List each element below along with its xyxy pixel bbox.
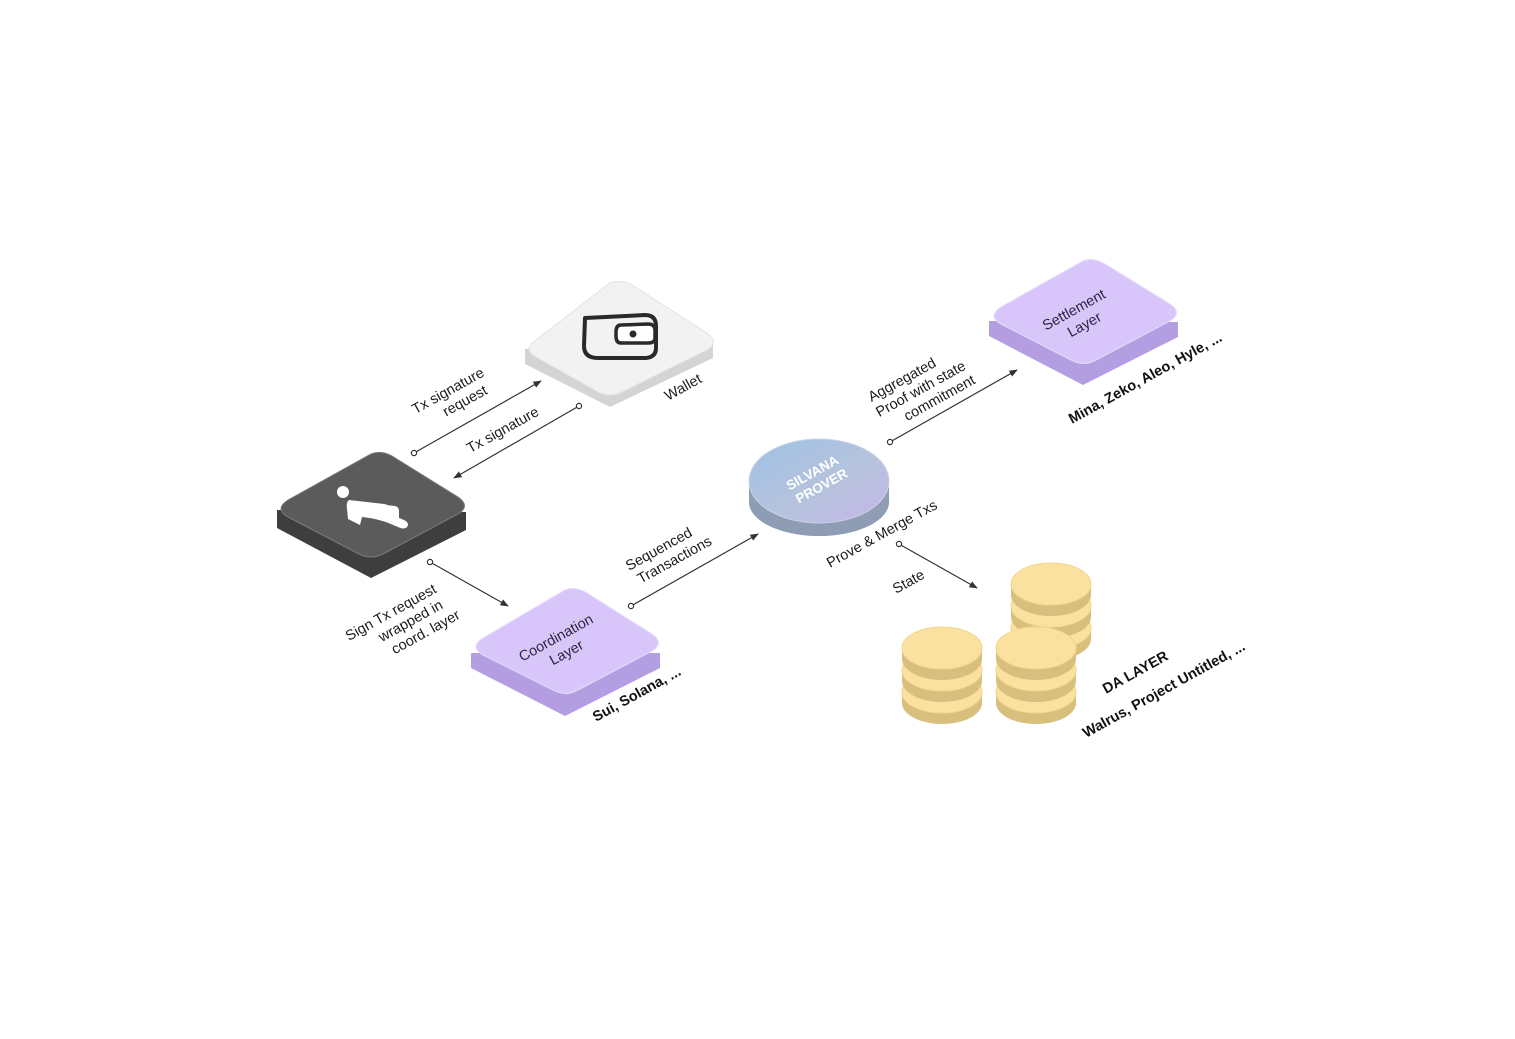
user-platform xyxy=(277,451,466,578)
person-icon xyxy=(337,486,408,529)
coordination-layer-platform xyxy=(471,588,660,716)
arrow-signature xyxy=(453,405,580,479)
settlement-layer-platform xyxy=(989,259,1178,385)
arrow-state xyxy=(898,543,978,589)
arrow-sign-wrapped xyxy=(429,561,509,607)
arrow-aggregated-origin xyxy=(886,438,894,446)
wallet-icon xyxy=(582,313,658,360)
da-layer-coin-stacks xyxy=(901,562,1092,724)
arrow-sign-wrapped-origin xyxy=(426,558,434,566)
arrow-sequenced xyxy=(630,533,759,607)
edge-label-state: State xyxy=(890,567,927,597)
wallet-platform xyxy=(525,280,714,407)
silvana-prover-disc xyxy=(748,438,890,536)
arrow-signature-origin xyxy=(575,402,583,410)
coin xyxy=(1010,562,1092,616)
arrows xyxy=(410,369,1018,610)
arrow-aggregated xyxy=(889,369,1018,443)
arrow-sequenced-origin xyxy=(627,602,635,610)
edge-label-signature: Tx signature xyxy=(464,404,542,457)
coin xyxy=(995,626,1077,680)
coin xyxy=(901,626,983,680)
edge-label-sig-request: Tx signature request xyxy=(410,363,499,433)
arrow-state-origin xyxy=(895,540,903,548)
edge-label-aggregated: Aggregated Proof with state commitment xyxy=(865,341,980,435)
arrow-sig-request xyxy=(413,380,542,454)
edge-label-sign-wrapped: Sign Tx request wrapped in coord. layer xyxy=(343,577,463,674)
coin-stack-front-left xyxy=(901,626,983,724)
arrow-sig-request-origin xyxy=(410,449,418,457)
coin-stack-front-right xyxy=(995,626,1077,724)
edge-label-sequenced: Sequenced Transactions xyxy=(623,519,715,590)
